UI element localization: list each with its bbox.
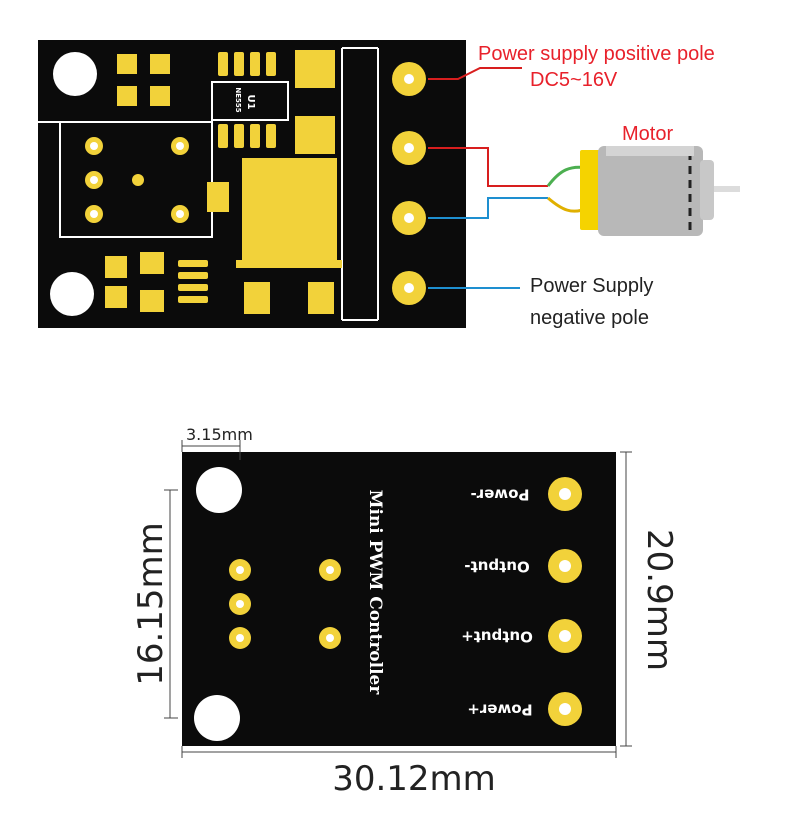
motor-red-wire	[428, 147, 548, 187]
pad-label-output-plus: Output+	[461, 628, 533, 646]
through-hole-pads	[229, 559, 341, 649]
motor-blue-wire	[428, 197, 548, 219]
board-title: Mini PWM Controller	[365, 490, 385, 696]
mounting-hole	[53, 52, 97, 96]
positive-wire	[428, 67, 522, 80]
motor-icon	[546, 146, 740, 236]
pad-label-power-minus: Power-	[471, 486, 530, 504]
voltage-range-label: DC5~16V	[530, 69, 618, 91]
through-hole-pads	[85, 137, 189, 223]
bottom-pcb: Mini PWM Controller Power- Output- Outpu…	[182, 452, 616, 746]
motor-label: Motor	[622, 123, 673, 145]
pad-label-power-plus: Power+	[467, 701, 532, 719]
pad-label-output-minus: Output-	[464, 558, 529, 576]
dimension-hole-spacing: 16.15mm	[131, 522, 171, 686]
mosfet-pad	[242, 158, 337, 264]
positive-pole-label: Power supply positive pole	[478, 43, 715, 65]
top-pcb: U1 NE555	[38, 40, 466, 328]
wires	[428, 67, 548, 289]
transistor-pads	[178, 260, 208, 303]
silkscreen-outline	[38, 47, 379, 321]
smd-pads	[105, 50, 335, 314]
mosfet-tab	[236, 260, 342, 268]
dimension-width: 30.12mm	[332, 759, 496, 799]
terminal-pads	[392, 62, 426, 305]
dimension-height: 20.9mm	[639, 529, 679, 671]
mounting-hole	[196, 467, 242, 513]
negative-pole-label-line1: Power Supply	[530, 275, 653, 297]
chip-part-number: NE555	[234, 87, 242, 112]
mounting-hole	[50, 272, 94, 316]
chip-pins	[218, 52, 276, 148]
dimension-hole-offset: 3.15mm	[186, 425, 253, 444]
dimension-lines	[164, 440, 632, 758]
negative-pole-label-line2: negative pole	[530, 307, 649, 329]
bottom-pcb-board	[182, 452, 616, 746]
chip-marking: U1	[245, 94, 256, 109]
output-pads	[548, 477, 582, 726]
mounting-hole	[194, 695, 240, 741]
